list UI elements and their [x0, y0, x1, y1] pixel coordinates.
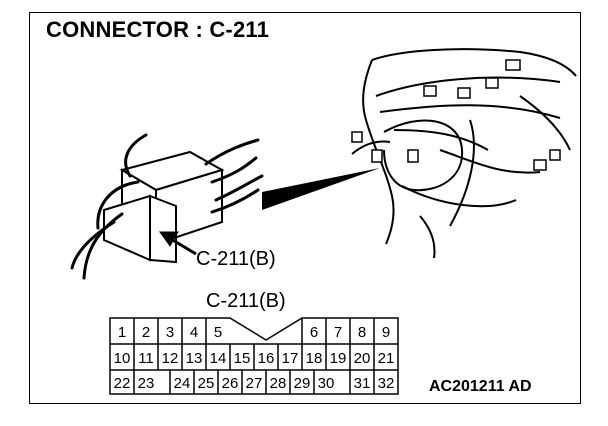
- pinout-label: C-211(B): [206, 290, 286, 312]
- pin-number: 7: [334, 324, 342, 341]
- pin-number: 8: [358, 324, 366, 341]
- pin-number: 20: [354, 350, 371, 367]
- pin-number: 10: [114, 350, 131, 367]
- pin-number: 9: [382, 324, 390, 341]
- pin-number: 24: [174, 375, 191, 392]
- pin-number: 26: [222, 375, 239, 392]
- connector-wires: [70, 133, 264, 280]
- connector-title: CONNECTOR : C-211: [46, 17, 270, 42]
- pin-number: 6: [310, 324, 318, 341]
- pin-number: 30: [318, 375, 335, 392]
- pin-number: 15: [234, 350, 251, 367]
- pin-number: 21: [378, 350, 395, 367]
- pin-number: 14: [210, 350, 227, 367]
- callout-label: C-211(B): [196, 248, 276, 270]
- location-pointer: [262, 168, 380, 210]
- pin-number: 17: [282, 350, 299, 367]
- pin-number: 22: [114, 375, 131, 392]
- pin-number: 1: [118, 324, 126, 341]
- vehicle-harness-sketch: [351, 48, 577, 259]
- connector-callout-arrow: [159, 231, 197, 256]
- pin-number: 19: [330, 350, 347, 367]
- pin-number: 27: [246, 375, 263, 392]
- pin-number: 31: [354, 375, 371, 392]
- figure-code: AC201211 AD: [429, 378, 532, 395]
- pin-number: 16: [258, 350, 275, 367]
- harness-connectors: [351, 59, 561, 171]
- pin-number: 28: [270, 375, 287, 392]
- pin-number: 23: [138, 375, 155, 392]
- pin-number: 12: [162, 350, 179, 367]
- pin-number: 25: [198, 375, 215, 392]
- pin-number: 32: [378, 375, 395, 392]
- pin-number: 3: [166, 324, 174, 341]
- pin-number: 29: [294, 375, 311, 392]
- connector-body: [103, 150, 225, 264]
- pin-number: 5: [214, 324, 222, 341]
- pin-number: 2: [142, 324, 150, 341]
- pin-number: 18: [306, 350, 323, 367]
- pin-number: 11: [138, 350, 154, 367]
- pin-number: 13: [186, 350, 203, 367]
- pin-number: 4: [190, 324, 198, 341]
